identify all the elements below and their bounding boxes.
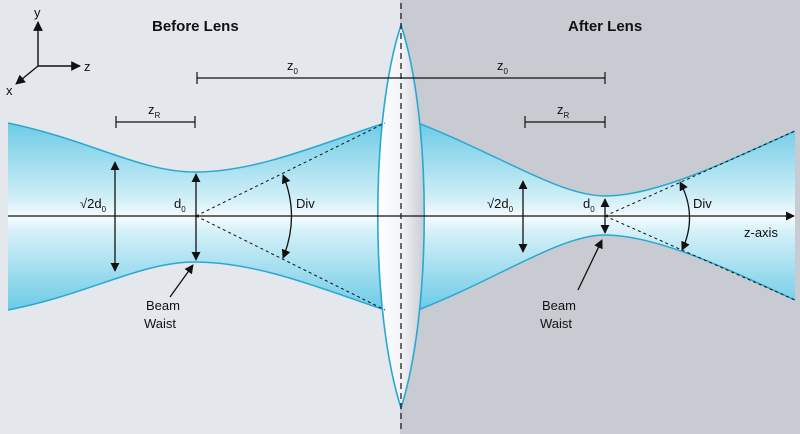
d0-left-label: d0 bbox=[174, 196, 186, 214]
zr-left-label: zR bbox=[148, 102, 161, 120]
div-left-upper-dashed bbox=[195, 122, 386, 217]
div-left-angle-arc bbox=[281, 174, 293, 259]
div-right-upper-dashed bbox=[604, 130, 796, 217]
x-axis-label: x bbox=[6, 83, 13, 98]
z0-left-label: z0 bbox=[287, 58, 299, 76]
div-left-lower-dashed bbox=[195, 215, 386, 311]
div-right-angle-arc bbox=[679, 181, 691, 251]
coordinate-triad bbox=[15, 21, 81, 85]
beam-waist-right-pointer bbox=[577, 239, 603, 291]
div-right-label: Div bbox=[693, 196, 712, 211]
sqrt2-d0-left-label: √2d0 bbox=[80, 196, 107, 214]
div-left-label: Div bbox=[296, 196, 315, 211]
beam-before-bottom-edge bbox=[7, 261, 386, 311]
zr-right-dimension bbox=[524, 116, 606, 128]
beam-after-bottom-edge bbox=[417, 234, 796, 311]
sqrt2-d0-right-label: √2d0 bbox=[487, 196, 514, 214]
beam-waist-right-label-2: Waist bbox=[540, 316, 572, 331]
z0-dimension bbox=[196, 72, 606, 84]
z-axis-short-label: z bbox=[84, 59, 91, 74]
beam-waist-left-label-1: Beam bbox=[146, 298, 180, 313]
beam-before-top-edge bbox=[7, 122, 386, 173]
beam-waist-left-label-2: Waist bbox=[144, 316, 176, 331]
d0-right-label: d0 bbox=[583, 196, 595, 214]
z0-right-label: z0 bbox=[497, 58, 509, 76]
beam-waist-left-pointer bbox=[169, 264, 194, 298]
z-axis-label: z-axis bbox=[744, 225, 778, 240]
beam-waist-right-label-1: Beam bbox=[542, 298, 576, 313]
header-after-lens: After Lens bbox=[568, 18, 642, 35]
zr-left-dimension bbox=[115, 116, 196, 128]
zr-right-label: zR bbox=[557, 102, 570, 120]
y-axis-label: y bbox=[34, 5, 41, 20]
div-right-lower-dashed bbox=[604, 215, 796, 301]
header-before-lens: Before Lens bbox=[152, 18, 239, 35]
